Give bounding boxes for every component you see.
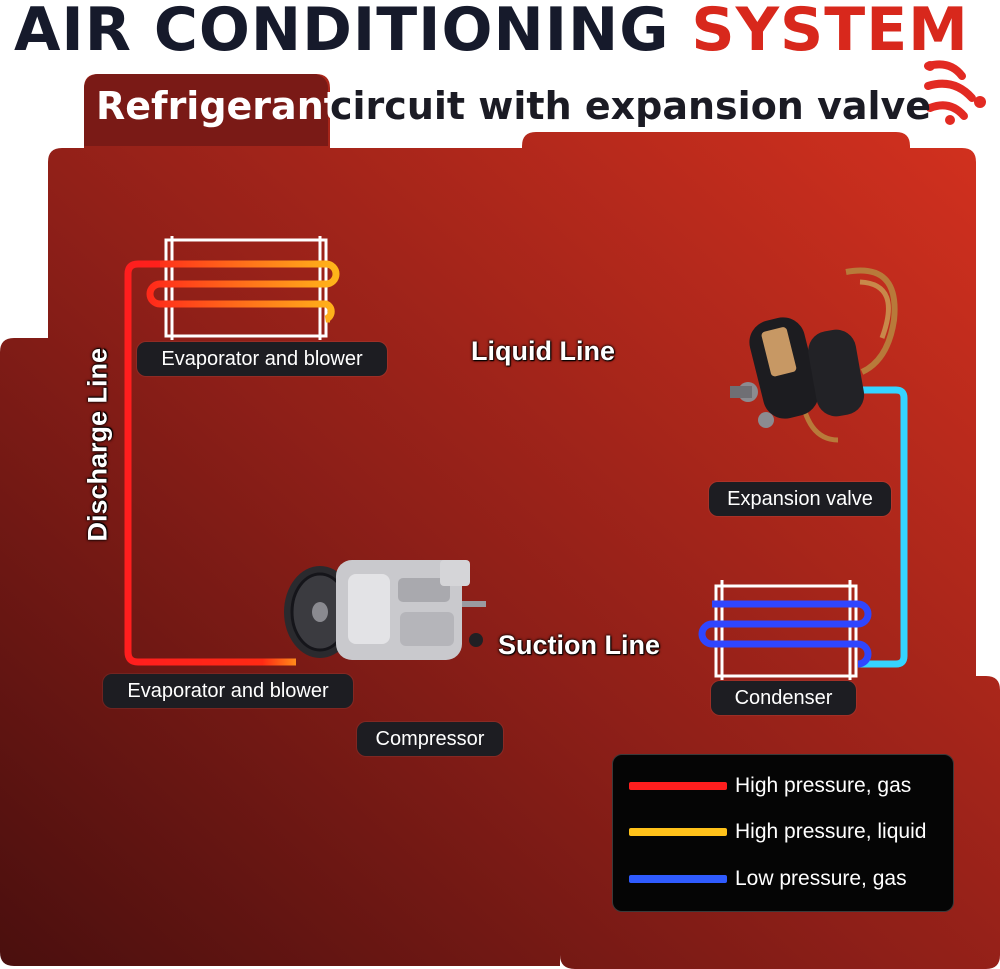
expansion-valve-icon (730, 267, 898, 443)
evaporator-coil-icon (146, 236, 340, 340)
title-part-1: AIR CONDITIONING (14, 0, 670, 65)
legend-item-low-pressure-gas: Low pressure, gas (629, 864, 907, 894)
expansion-valve-label: Expansion valve (709, 482, 891, 516)
low-pressure-return-pipe (858, 386, 908, 668)
title-part-2: SYSTEM (691, 0, 969, 65)
legend-swatch (629, 875, 727, 883)
suction-line-label: Suction Line (498, 630, 660, 660)
legend-label: Low pressure, gas (735, 867, 907, 890)
discharge-line-label: Discharge Line (82, 347, 113, 542)
legend-swatch (629, 782, 727, 790)
legend-label: High pressure, gas (735, 774, 912, 797)
discharge-line-pipe (124, 260, 296, 666)
condenser-label: Condenser (711, 681, 856, 715)
subtitle-highlight: Refrigerant (96, 84, 342, 128)
compressor-label: Compressor (357, 722, 503, 756)
condenser-coil-icon (698, 580, 872, 680)
legend-label: High pressure, liquid (735, 820, 927, 843)
compressor-icon (284, 560, 486, 660)
legend-item-high-pressure-liquid: High pressure, liquid (629, 817, 926, 847)
evaporator-top-label: Evaporator and blower (137, 342, 387, 376)
subtitle-tab (84, 74, 328, 146)
page-title: AIR CONDITIONING SYSTEM (14, 0, 969, 66)
brand-logo-icon (924, 60, 986, 125)
legend-swatch (629, 828, 727, 836)
legend: High pressure, gas High pressure, liquid… (612, 754, 954, 912)
liquid-line-label: Liquid Line (471, 336, 615, 366)
legend-item-high-pressure-gas: High pressure, gas (629, 771, 911, 801)
evaporator-bottom-label: Evaporator and blower (103, 674, 353, 708)
subtitle-text: circuit with expansion valve (330, 84, 932, 128)
